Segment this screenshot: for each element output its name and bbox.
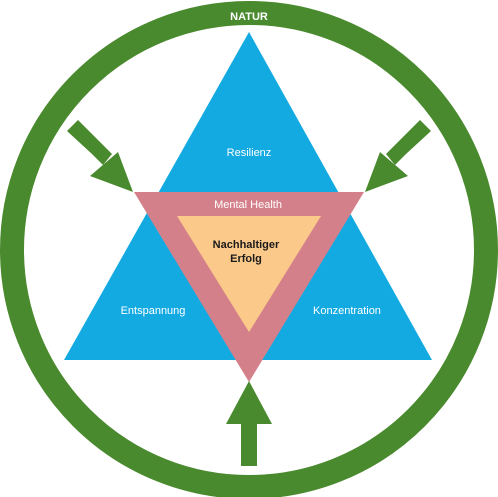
- label-entspannung: Entspannung: [121, 305, 186, 317]
- arrow-top-left: [67, 120, 133, 192]
- label-mental-health: Mental Health: [214, 199, 282, 211]
- label-core-line1: Nachhaltiger: [213, 239, 280, 251]
- ring-label-natur: NATUR: [230, 11, 268, 23]
- label-resilienz: Resilienz: [227, 147, 272, 159]
- label-konzentration: Konzentration: [313, 305, 381, 317]
- arrow-bottom: [226, 381, 272, 466]
- arrow-top-right: [365, 120, 431, 192]
- label-core-line2: Erfolg: [230, 253, 262, 265]
- core-triangle: [177, 216, 321, 332]
